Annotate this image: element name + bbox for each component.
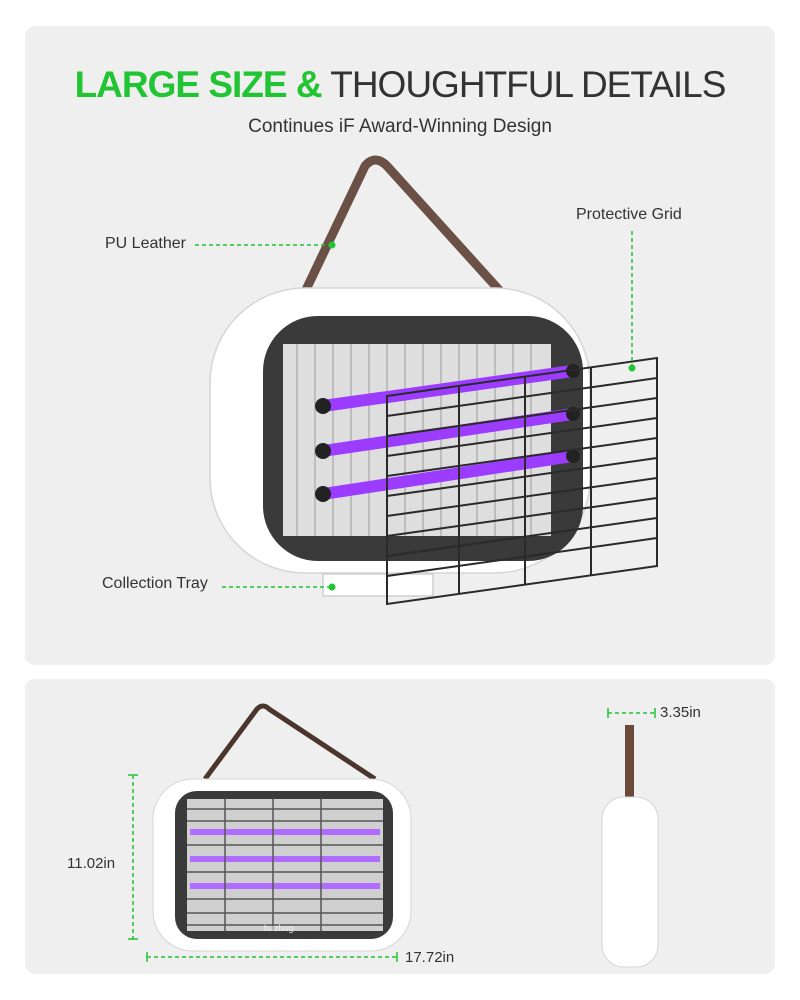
front-grid [187,799,383,931]
title-rest: THOUGHTFUL DETAILS [330,64,726,105]
brand-mark: buzbug [264,923,294,933]
collection-tray-dot [328,583,336,591]
protective-grid-label: Protective Grid [576,206,682,223]
pu-leather-dot [328,241,336,249]
page-title: LARGE SIZE & THOUGHTFUL DETAILS [25,64,775,106]
subtitle: Continues iF Award-Winning Design [248,116,552,137]
protective-grid-dot [628,364,636,372]
front-strap [202,703,377,782]
feature-panel: LARGE SIZE & THOUGHTFUL DETAILS Continue… [25,26,775,665]
pu-leather-label: PU Leather [105,235,186,252]
width-dimension-label: 17.72in [405,949,455,966]
collection-tray [322,573,434,597]
title-accent: LARGE SIZE & [74,64,323,105]
collection-tray-label: Collection Tray [102,575,208,592]
height-dimension-label: 11.02in [67,855,116,872]
uv-tubes [315,364,580,502]
side-strap [625,725,634,805]
depth-dimension-label: 3.35in [660,704,701,721]
side-view-body [601,796,659,968]
leather-strap [298,155,504,298]
protective-grid [386,356,658,606]
dimension-illustration [128,703,659,968]
front-uv-tubes [190,829,380,889]
dimensions-panel: 11.02in 17.72in 3.35in buzbug [25,679,775,974]
bug-zapper-exploded-illustration [195,155,658,606]
